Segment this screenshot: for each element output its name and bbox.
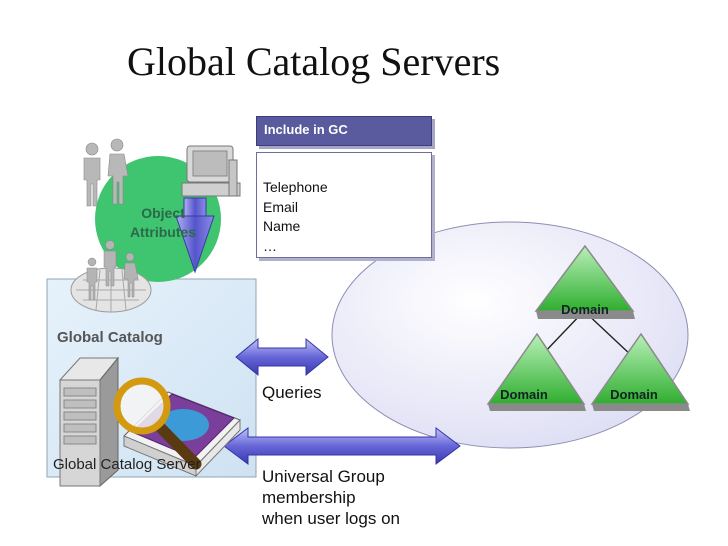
attribute-item-telephone: Telephone (263, 179, 328, 195)
domain-label-right: Domain (610, 387, 658, 402)
domain-label-left: Domain (500, 387, 548, 402)
domain-triangle-right (590, 332, 690, 411)
object-attributes-label: Object Attributes (129, 205, 197, 240)
universal-group-membership-label: Universal Group membership when user log… (262, 467, 400, 528)
attribute-item-email: Email (263, 198, 299, 215)
domain-label-top: Domain (561, 302, 609, 317)
include-in-gc-header: Include in GC (256, 116, 432, 146)
gc-attributes-box: Telephone Email Name … (256, 152, 432, 258)
down-arrow-icon (175, 197, 215, 274)
global-catalog-server-label: Global Catalog Server (53, 456, 201, 473)
magnifier-icon (113, 377, 202, 470)
domain-triangle-top (534, 244, 635, 319)
queries-label: Queries (262, 383, 322, 402)
queries-double-arrow (235, 337, 329, 377)
user-group-icon (83, 138, 129, 207)
attribute-item-name: Name (263, 218, 301, 234)
page-title: Global Catalog Servers (127, 39, 501, 84)
global-catalog-label: Global Catalog (57, 329, 163, 346)
domain-triangle-left (486, 332, 586, 411)
user-group-small-icon (86, 240, 139, 301)
include-in-gc-label: Include in GC (264, 122, 348, 137)
server-icon (58, 356, 120, 488)
universal-group-double-arrow (223, 427, 461, 465)
attribute-item-ellipsis: … (263, 237, 277, 254)
computer-icon (181, 145, 241, 197)
